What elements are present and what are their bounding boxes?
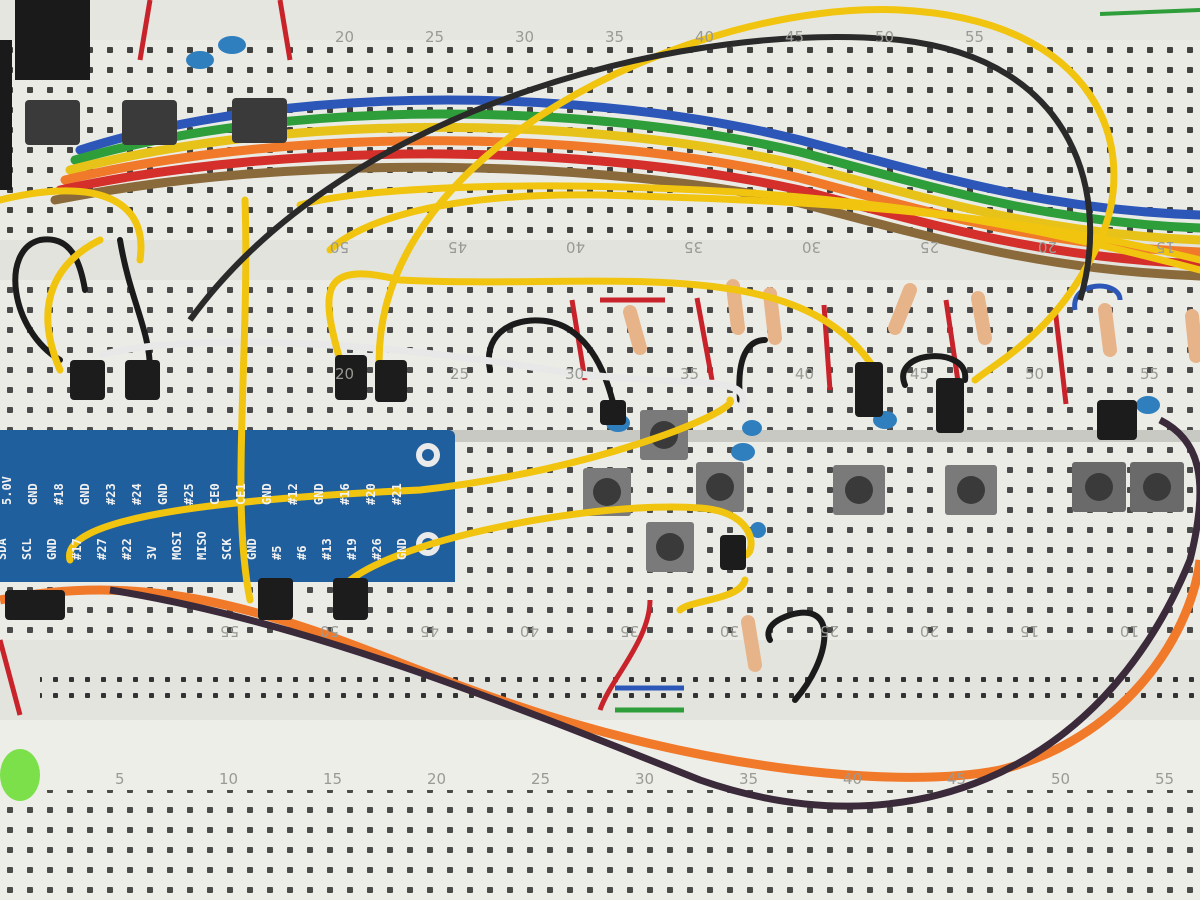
bottom-numbers-label: 10 [219,770,239,788]
lower-mirror-numbers-label: 25 [820,622,840,640]
mid-numbers-label: 55 [1140,365,1160,383]
black-long-wire [187,34,1094,322]
pcb-pin-label: SCL [20,538,34,560]
pcb-pin-label: GND [260,483,274,505]
pcb-pin-label: #20 [364,483,378,505]
upper-mirror-numbers-label: 35 [684,238,704,256]
bottom-numbers-label: 50 [1051,770,1071,788]
mid-numbers-label: 25 [450,365,470,383]
bottom-numbers-label: 40 [843,770,863,788]
pcb-pin-label: GND [156,483,170,505]
bottom-numbers-label: 55 [1155,770,1175,788]
pcb-pin-label: #25 [182,483,196,505]
mid-numbers-label: 30 [565,365,585,383]
pcb-pin-label: #12 [286,483,300,505]
bottom-numbers-label: 20 [427,770,447,788]
pcb-pin-label: #13 [320,538,334,560]
top-numbers-label: 25 [425,28,445,46]
header-pins-top [15,0,90,80]
upper-mirror-numbers-label: 25 [920,238,940,256]
yellow-wires [0,6,1200,614]
pcb-pin-label: #24 [130,483,144,505]
pcb-pin-label: #6 [295,545,309,560]
resistors [623,279,1200,672]
bottom-numbers-label: 25 [531,770,551,788]
tact-buttons-main [583,410,1184,572]
pcb-pin-label: CE0 [208,483,222,505]
lower-mirror-numbers-label: 20 [920,622,940,640]
upper-mirror-numbers-label: 45 [448,238,468,256]
top-numbers-label: 45 [785,28,805,46]
purple-wire [109,416,1200,810]
pcb-pin-label: GND [312,483,326,505]
upper-mirror-numbers-label: 50 [330,238,350,256]
bottom-numbers-label: 45 [947,770,967,788]
pcb-pin-label: GND [395,538,409,560]
lower-mirror-numbers-label: 15 [1020,622,1040,640]
lower-mirror-numbers-label: 35 [620,622,640,640]
orange-wire [0,559,1200,782]
upper-mirror-numbers-label: 20 [1038,238,1058,256]
upper-mirror-numbers-label: 15 [1156,238,1176,256]
top-numbers-label: 50 [875,28,895,46]
lower-mirror-numbers-label: 30 [720,622,740,640]
top-numbers-label: 35 [605,28,625,46]
pcb-pin-label: #23 [104,483,118,505]
lower-mirror-numbers-label: 40 [520,622,540,640]
pcb-pin-label: #26 [370,538,384,560]
black-wires [12,236,969,703]
pcb-pin-label: #22 [120,538,134,560]
bottom-numbers-label: 15 [323,770,343,788]
pcb-pin-label: SCK [220,538,234,560]
top-numbers-label: 30 [515,28,535,46]
top-numbers-label: 55 [965,28,985,46]
board-divider [0,240,1200,280]
upper-mirror-numbers-label: 40 [566,238,586,256]
mid-numbers-label: 50 [1025,365,1045,383]
pcb-pin-label: #21 [390,483,404,505]
pcb-pin-label: #17 [70,538,84,560]
pcb-pin-label: MOSI [170,531,184,560]
pcb-pin-label: #27 [95,538,109,560]
lower-mirror-numbers-label: 10 [1120,622,1140,640]
top-numbers-label: 40 [695,28,715,46]
connector-housings [5,355,1137,620]
mid-numbers-label: 40 [795,365,815,383]
pcb-pin-label: #16 [338,483,352,505]
white-wire [99,338,747,412]
mid-numbers-label: 35 [680,365,700,383]
bottom-numbers-label: 5 [115,770,125,788]
mid-numbers-label: 45 [910,365,930,383]
lower-mirror-numbers-label: 45 [420,622,440,640]
pcb-pin-label: 3V [145,545,159,560]
led [0,749,40,801]
blue-loop [1072,283,1123,311]
bottom-numbers-label: 35 [739,770,759,788]
lower-mirror-numbers-label: 50 [320,622,340,640]
bottom-numbers-label: 30 [635,770,655,788]
pcb-pin-label: #5 [270,545,284,560]
pcb-pin-label: 5.0V [0,476,14,505]
upper-mirror-numbers-label: 30 [802,238,822,256]
pcb-pin-label: SDA [0,538,9,560]
power-rail-top [0,0,1200,40]
pcb-pin-label: #19 [345,538,359,560]
pcb-pin-label: MISO [195,531,209,560]
top-numbers-label: 20 [335,28,355,46]
green-jumper-top [1099,8,1200,16]
pcb-pin-label: GND [26,483,40,505]
pcb-pin-label: CE1 [234,483,248,505]
pcb-pin-label: GND [45,538,59,560]
pcb-pin-label: #18 [52,483,66,505]
tact-buttons-top [25,98,287,145]
pcb-pin-label: GND [245,538,259,560]
pcb-pin-label: GND [78,483,92,505]
capacitors [186,36,1160,538]
mid-numbers-label: 20 [335,365,355,383]
lower-mirror-numbers-label: 55 [220,622,240,640]
